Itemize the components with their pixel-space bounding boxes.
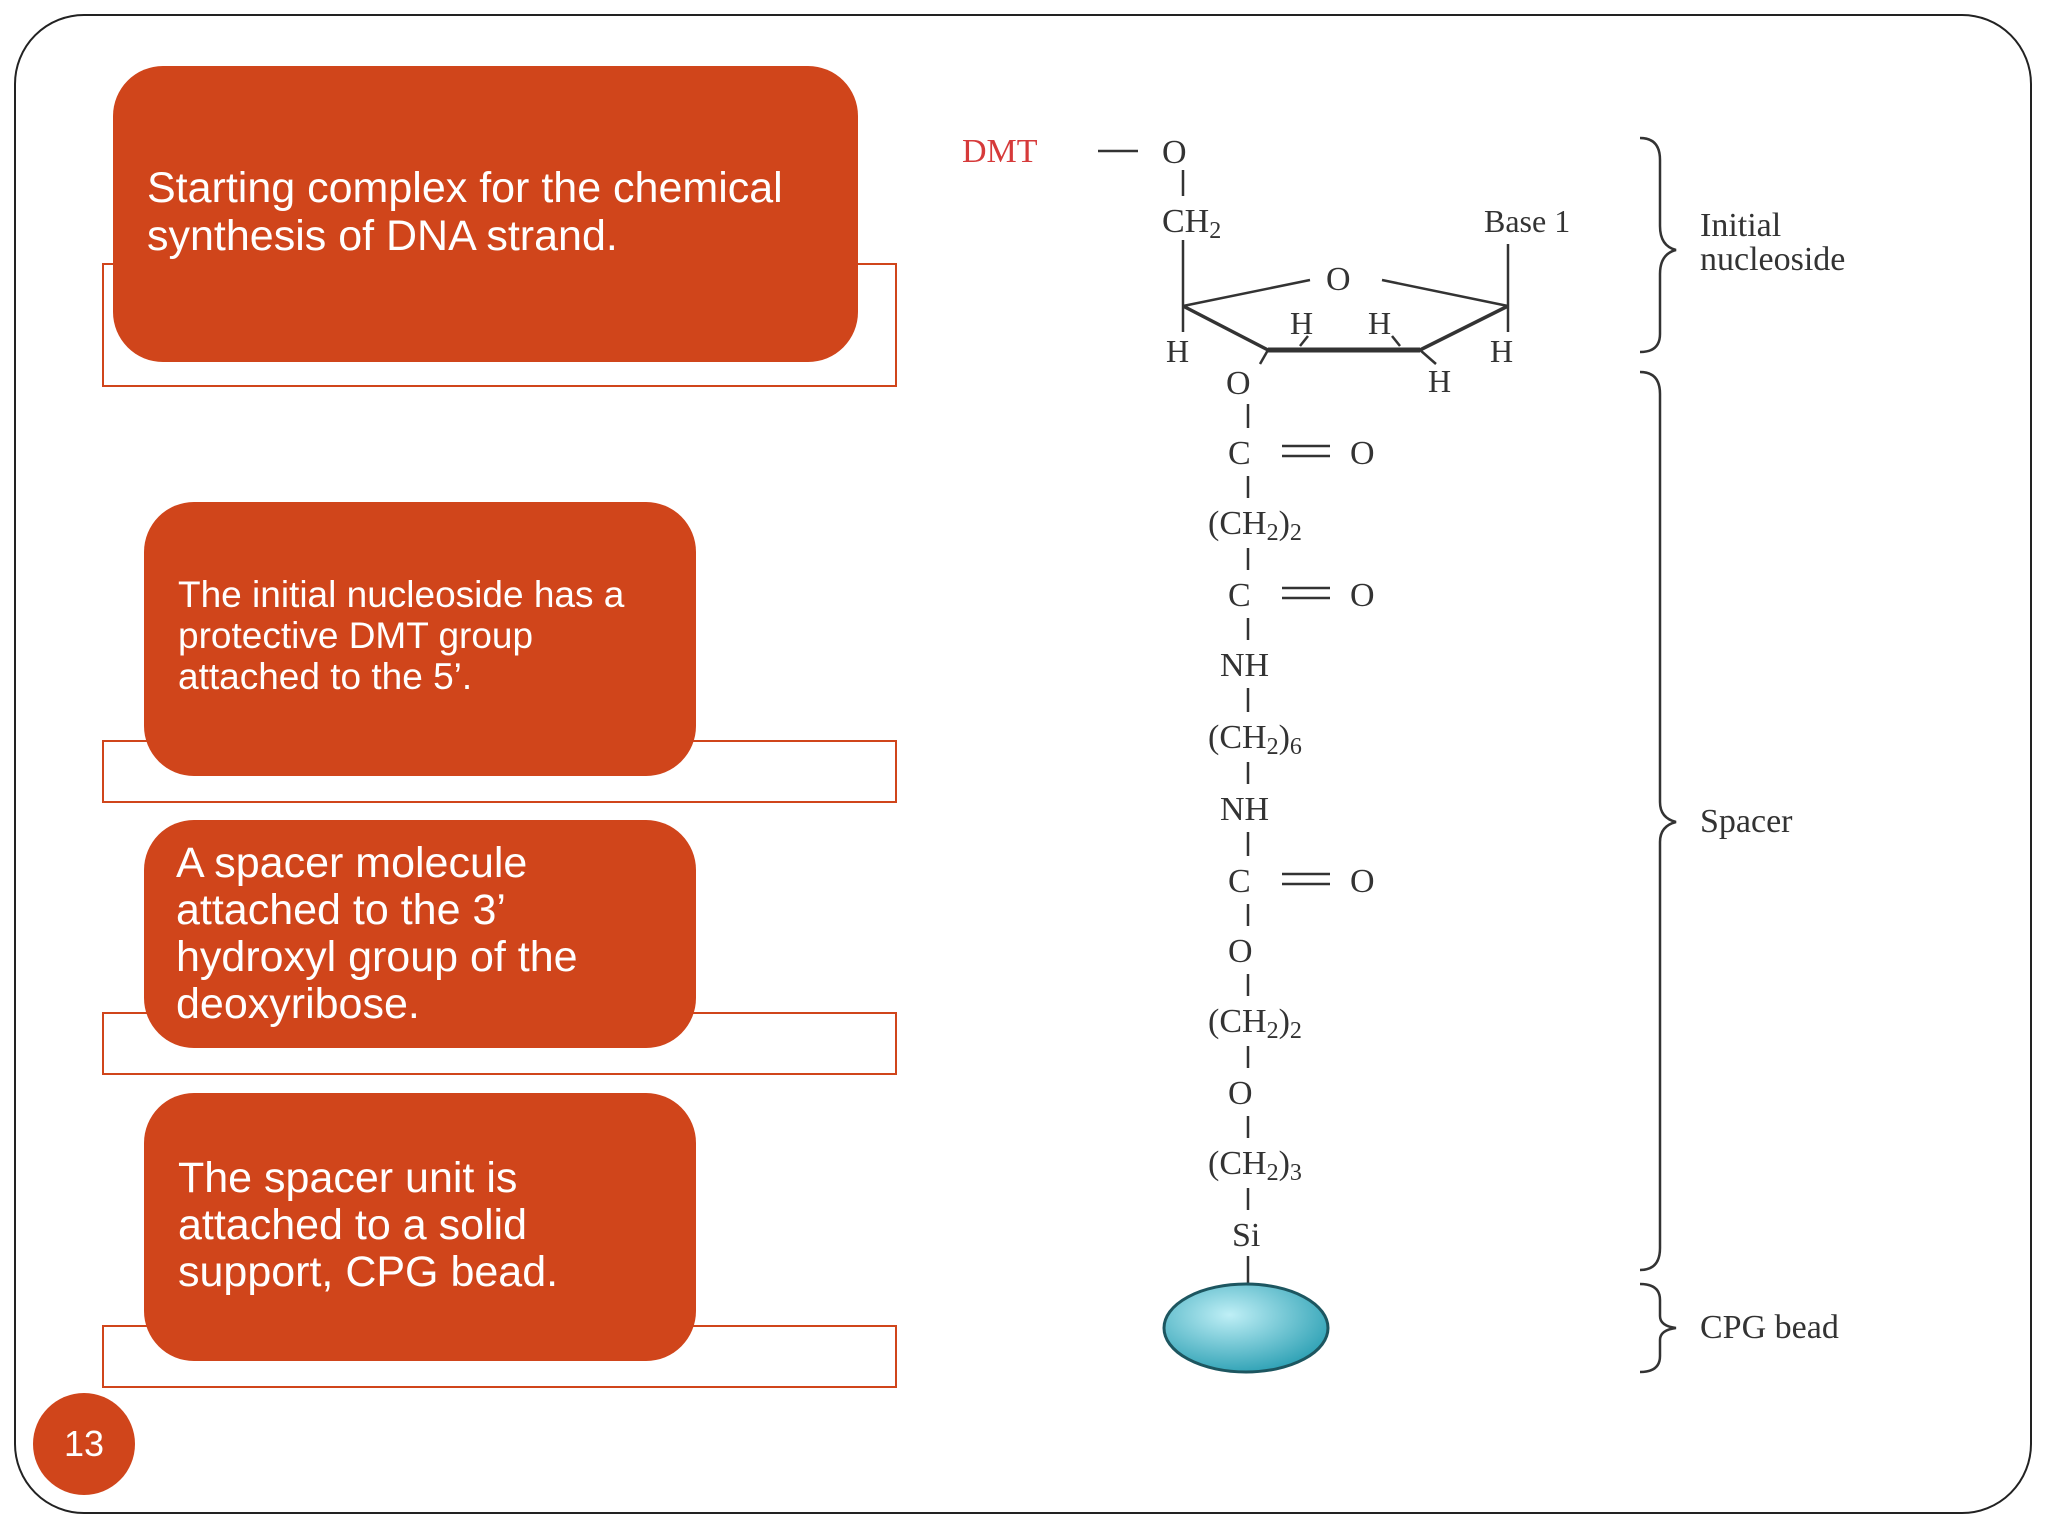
callout-line: support, CPG bead. bbox=[178, 1248, 559, 1296]
chain-atom: O bbox=[1226, 365, 1251, 402]
label-spacer: Spacer bbox=[1700, 803, 1793, 840]
bond-c4-c3 bbox=[1182, 304, 1269, 352]
chain-group: (CH2)3 bbox=[1208, 1145, 1302, 1186]
bond-c3-h-inner bbox=[1299, 335, 1309, 347]
brace-spacer bbox=[1639, 370, 1677, 1272]
dmt-label: DMT bbox=[962, 133, 1038, 170]
chain-group: (CH2)6 bbox=[1208, 719, 1302, 760]
bond-c3-o bbox=[1258, 349, 1270, 365]
slide-frame bbox=[14, 14, 2032, 1514]
carbonyl-o: O bbox=[1350, 435, 1375, 472]
bond-o-ring-c1 bbox=[1381, 278, 1509, 308]
chain-group: (CH2)2 bbox=[1208, 505, 1302, 546]
chain-atom: O bbox=[1228, 1075, 1253, 1112]
atom-h-bottom: H bbox=[1428, 363, 1451, 399]
brace-cpg-bead bbox=[1639, 1282, 1677, 1374]
callout-line: attached to the 5’. bbox=[178, 656, 473, 697]
callout-line: protective DMT group bbox=[178, 615, 534, 656]
atom-h-left: H bbox=[1166, 333, 1189, 369]
bond-c2-c1 bbox=[1419, 304, 1509, 352]
callout-line: synthesis of DNA strand. bbox=[147, 212, 618, 260]
atom-ch2-top: CH2 bbox=[1162, 203, 1221, 244]
chain-atom: C bbox=[1228, 435, 1251, 472]
chain-group: (CH2)2 bbox=[1208, 1003, 1302, 1044]
callout-spacer-molecule: A spacer molecule attached to the 3’ hyd… bbox=[144, 820, 696, 1048]
callout-line: hydroxyl group of the bbox=[176, 933, 578, 981]
atom-o-ring: O bbox=[1326, 261, 1351, 298]
chain-atom: C bbox=[1228, 863, 1251, 900]
chain-atom: NH bbox=[1220, 647, 1269, 684]
base-1-label: Base 1 bbox=[1484, 203, 1570, 239]
atom-h-inner-1: H bbox=[1290, 305, 1313, 341]
atom-o-top: O bbox=[1162, 134, 1187, 171]
chain-atom: O bbox=[1228, 933, 1253, 970]
chain-atom: NH bbox=[1220, 791, 1269, 828]
atom-h-inner-2: H bbox=[1368, 305, 1391, 341]
atom-h-right: H bbox=[1490, 333, 1513, 369]
callout-line: attached to the 3’ bbox=[176, 886, 506, 934]
bond-c2-h-inner bbox=[1391, 335, 1401, 347]
chain-atom: Si bbox=[1232, 1217, 1260, 1254]
callout-starting-complex: Starting complex for the chemical synthe… bbox=[113, 66, 858, 362]
label-initial-line1: Initial bbox=[1700, 207, 1781, 244]
callout-line: The initial nucleoside has a bbox=[178, 574, 625, 615]
callout-initial-nucleoside: The initial nucleoside has a protective … bbox=[144, 502, 696, 776]
chain-atom: C bbox=[1228, 577, 1251, 614]
label-initial-line2: nucleoside bbox=[1700, 241, 1845, 278]
callout-line: The spacer unit is bbox=[178, 1154, 518, 1202]
callout-solid-support: The spacer unit is attached to a solid s… bbox=[144, 1093, 696, 1361]
label-cpg-bead: CPG bead bbox=[1700, 1309, 1839, 1346]
callout-line: A spacer molecule bbox=[176, 839, 528, 887]
bond-c4-o-ring bbox=[1182, 278, 1311, 308]
page-number: 13 bbox=[63, 1423, 105, 1464]
callout-line: deoxyribose. bbox=[176, 980, 420, 1028]
callout-line: Starting complex for the chemical bbox=[147, 164, 783, 212]
carbonyl-o: O bbox=[1350, 863, 1375, 900]
cpg-bead bbox=[1162, 1282, 1330, 1374]
callout-line: attached to a solid bbox=[178, 1201, 528, 1249]
brace-initial-nucleoside bbox=[1639, 136, 1677, 354]
carbonyl-o: O bbox=[1350, 577, 1375, 614]
page-number-badge: 13 bbox=[33, 1393, 135, 1495]
bond-c2-h-bottom bbox=[1419, 349, 1437, 365]
